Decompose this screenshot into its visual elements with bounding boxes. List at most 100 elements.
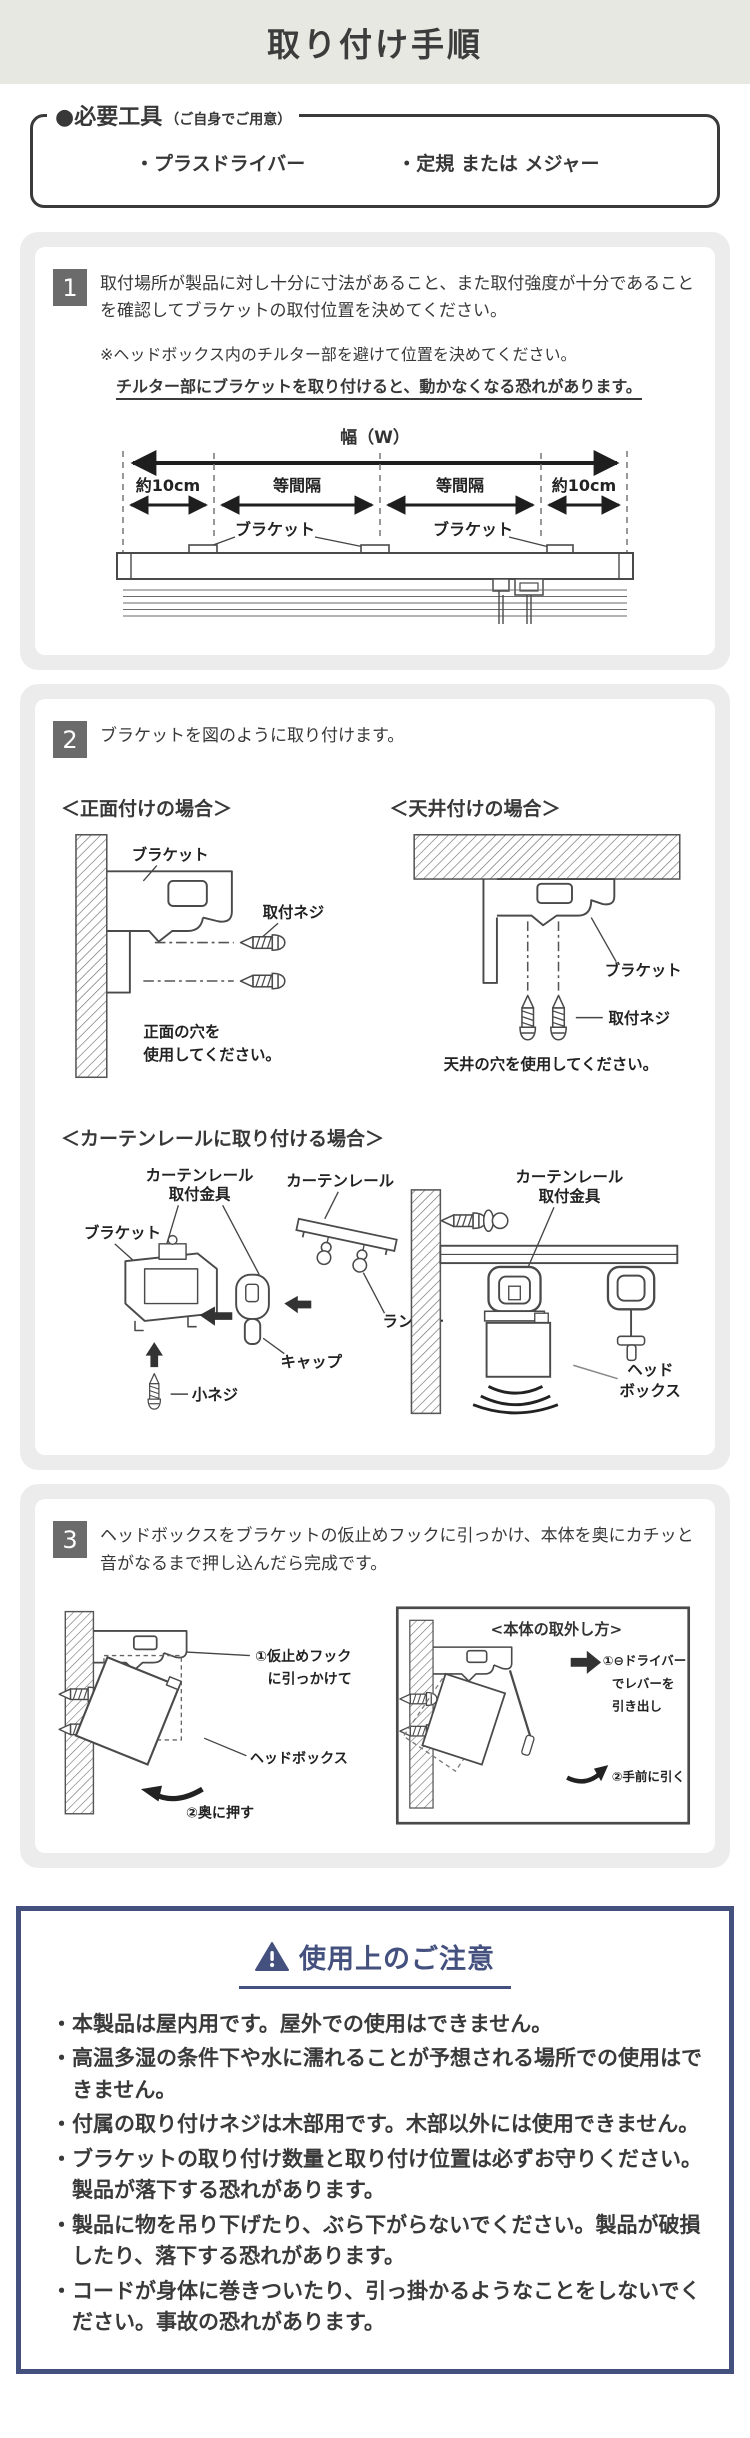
wall-drawing (409, 1619, 434, 1809)
removal-step1-line3: 引き出し (612, 1698, 662, 1713)
bracket-spacing-diagram: 幅（W） 約10cm 等間隔 等間隔 約10cm (116, 427, 634, 625)
removal-heading: <本体の取外し方> (491, 1620, 623, 1638)
removal-step1-line2: でレバーを (612, 1676, 675, 1691)
caution-title-text: 使用上のご注意 (299, 1943, 495, 1975)
tools-heading-note: （ご自身でご用意） (165, 112, 292, 128)
caution-title: 使用上のご注意 (239, 1937, 511, 1989)
bracket-label-1: ブラケット (235, 520, 315, 539)
bracket-drawing (433, 1646, 513, 1682)
removal-inset-diagram: <本体の取外し方> (395, 1606, 691, 1825)
headbox-tilted-drawing (74, 1655, 183, 1766)
ceiling-mount-col: ＜天井付けの場合＞ ブ (381, 794, 697, 1088)
step-3-card: 3 ヘッドボックスをブラケットの仮止めフックに引っかけ、本体を奥にカチッと音がな… (35, 1499, 715, 1853)
right-margin-label: 約10cm (552, 476, 616, 495)
driver-lever-drawing (508, 1669, 533, 1741)
step-2-number-badge: 2 (53, 721, 87, 759)
front-screw-label: 取付ネジ (263, 903, 325, 922)
caution-item: ・高温多湿の条件下や水に濡れることが予想される場所での使用はできません。 (51, 2046, 702, 2102)
step-3-number-badge: 3 (53, 1521, 87, 1559)
bracket-label-2: ブラケット (433, 520, 513, 539)
caution-item: ・コードが身体に巻きついたり、引っ掛かるようなことをしないでください。事故の恐れ… (51, 2278, 701, 2335)
rail-label: カーテンレール (286, 1172, 394, 1190)
caution-item: ・付属の取り付けネジは木部用です。木部以外には使用できません。 (51, 2112, 700, 2137)
ceiling-drawing (413, 834, 681, 881)
pull-arrow (566, 1772, 601, 1784)
headbox-drawing (116, 544, 634, 597)
page-header: 取り付け手順 (0, 0, 750, 84)
bracket-drawing (482, 878, 616, 985)
hook-label-2: に引っかけて (267, 1671, 351, 1687)
warning-triangle-icon (255, 1941, 289, 1971)
step-2-section: 2 ブラケットを図のように取り付けます。 ＜正面付けの場合＞ (20, 684, 730, 1471)
step-1-card: 1 取付場所が製品に対し十分に寸法があること、また取付強度が十分であることを確認… (35, 247, 715, 656)
step-2-head: 2 ブラケットを図のように取り付けます。 (53, 721, 697, 759)
width-label: 幅（W） (340, 427, 410, 448)
left-arrow (284, 1296, 312, 1314)
step-2-text: ブラケットを図のように取り付けます。 (100, 726, 405, 747)
guide-lines (122, 451, 628, 580)
removal-step1-line1: ①⊖ドライバー (603, 1653, 686, 1668)
step-1-text: 取付場所が製品に対し十分に寸法があること、また取付強度が十分であることを確認して… (100, 274, 695, 322)
ceiling-mount-heading: ＜天井付けの場合＞ (389, 798, 561, 821)
headbox-label-1: ヘッド (627, 1361, 673, 1379)
caution-list: ・本製品は屋内用です。屋外での使用はできません。 ・高温多湿の条件下や水に濡れる… (47, 2009, 703, 2339)
cords-drawing (498, 591, 532, 625)
bracket-drawing (106, 870, 233, 994)
cap-drawing (235, 1274, 270, 1346)
push-arrow (153, 1786, 204, 1802)
install-diagrams-row: ①仮止めフック に引っかけて ヘッドボックス ②奥に押す <本体の取外し方> (53, 1606, 697, 1825)
front-mount-diagram: ブラケット 取付ネジ 正面の穴を 使用してください。 (75, 834, 325, 1079)
install-diagram: ①仮止めフック に引っかけて ヘッドボックス ②奥に押す (58, 1610, 352, 1821)
tool-item-ruler: ・定規 または メジャー (397, 153, 600, 175)
rail-bracket-label: ブラケット (84, 1223, 161, 1242)
screw-icon (550, 995, 568, 1041)
headbox-label: ヘッドボックス (250, 1751, 348, 1767)
knob-drawing (491, 1212, 509, 1230)
step-3-text: ヘッドボックスをブラケットの仮止めフックに引っかけ、本体を奥にカチッと音がなるま… (100, 1526, 694, 1574)
caution-box: 使用上のご注意 ・本製品は屋内用です。屋外での使用はできません。 ・高温多湿の条… (16, 1905, 734, 2374)
small-screw-label: 小ネジ (192, 1386, 238, 1404)
step-1-section: 1 取付場所が製品に対し十分に寸法があること、また取付強度が十分であることを確認… (20, 232, 730, 671)
step-3-section: 3 ヘッドボックスをブラケットの仮止めフックに引っかけ、本体を奥にカチッと音がな… (20, 1484, 730, 1868)
page-title: 取り付け手順 (267, 25, 483, 64)
rail-fitting2-label-1: カーテンレール (516, 1169, 624, 1187)
wall-drawing (75, 834, 108, 1079)
screw-icon (440, 1212, 487, 1230)
rail-mount-heading: ＜カーテンレールに取り付ける場合＞ (61, 1128, 385, 1151)
slats-drawing (123, 589, 627, 617)
step-1-warning: チルター部にブラケットを取り付けると、動かなくなる恐れがあります。 (116, 373, 697, 401)
page-bottom-spacer (0, 2374, 750, 2438)
ceiling-screw-label: 取付ネジ (609, 1009, 670, 1028)
vibration-waves (472, 1385, 559, 1415)
step-3-head: 3 ヘッドボックスをブラケットの仮止めフックに引っかけ、本体を奥にカチッと音がな… (53, 1521, 697, 1577)
screw-axis-lines (143, 942, 234, 983)
caution-item: ・ブラケットの取り付け数量と取り付け位置は必ずお守りください。製品が落下する恐れ… (51, 2146, 702, 2203)
front-mount-col: ＜正面付けの場合＞ (53, 794, 369, 1088)
step-1-note: ※ヘッドボックス内のチルター部を避けて位置を決めてください。 (100, 345, 577, 365)
left-arrow (199, 1306, 233, 1327)
cap-label: キャップ (280, 1353, 342, 1372)
caution-title-wrap: 使用上のご注意 (47, 1937, 703, 1989)
rail-fitting-label-2: 取付金具 (169, 1185, 231, 1204)
left-margin-label: 約10cm (136, 476, 200, 495)
wall-drawing (410, 1189, 442, 1415)
front-mount-heading: ＜正面付けの場合＞ (61, 798, 233, 821)
tools-heading: ●必要工具 （ご自身でご用意） (47, 99, 300, 131)
rail-drawing (295, 1218, 398, 1274)
step-1-number-badge: 1 (53, 269, 87, 306)
step-1-head: 1 取付場所が製品に対し十分に寸法があること、また取付強度が十分であることを確認… (53, 269, 697, 325)
ceiling-mount-diagram: ブラケット 取付ネジ 天井の穴を使用してください。 (413, 834, 682, 1074)
front-note-line2: 使用してください。 (142, 1045, 280, 1064)
caution-item: ・本製品は屋内用です。屋外での使用はできません。 (51, 2011, 553, 2036)
up-arrow (145, 1342, 163, 1368)
rail-mount-diagram: カーテンレール 取付金具 カーテンレール ブラケット (84, 1167, 681, 1415)
front-note-line1: 正面の穴を (143, 1022, 220, 1041)
rail-fitting-label-1: カーテンレール (146, 1167, 254, 1185)
hook-label-1: ①仮止めフック (255, 1648, 351, 1665)
screw-icon (519, 995, 537, 1041)
bracket-drawing (93, 1629, 188, 1672)
mount-diagrams-row: ＜正面付けの場合＞ (53, 794, 697, 1088)
screw-icon (239, 972, 286, 990)
caution-item: ・製品に物を吊り下げたり、ぶら下がらないでください。製品が破損したり、落下する恐… (51, 2212, 701, 2269)
